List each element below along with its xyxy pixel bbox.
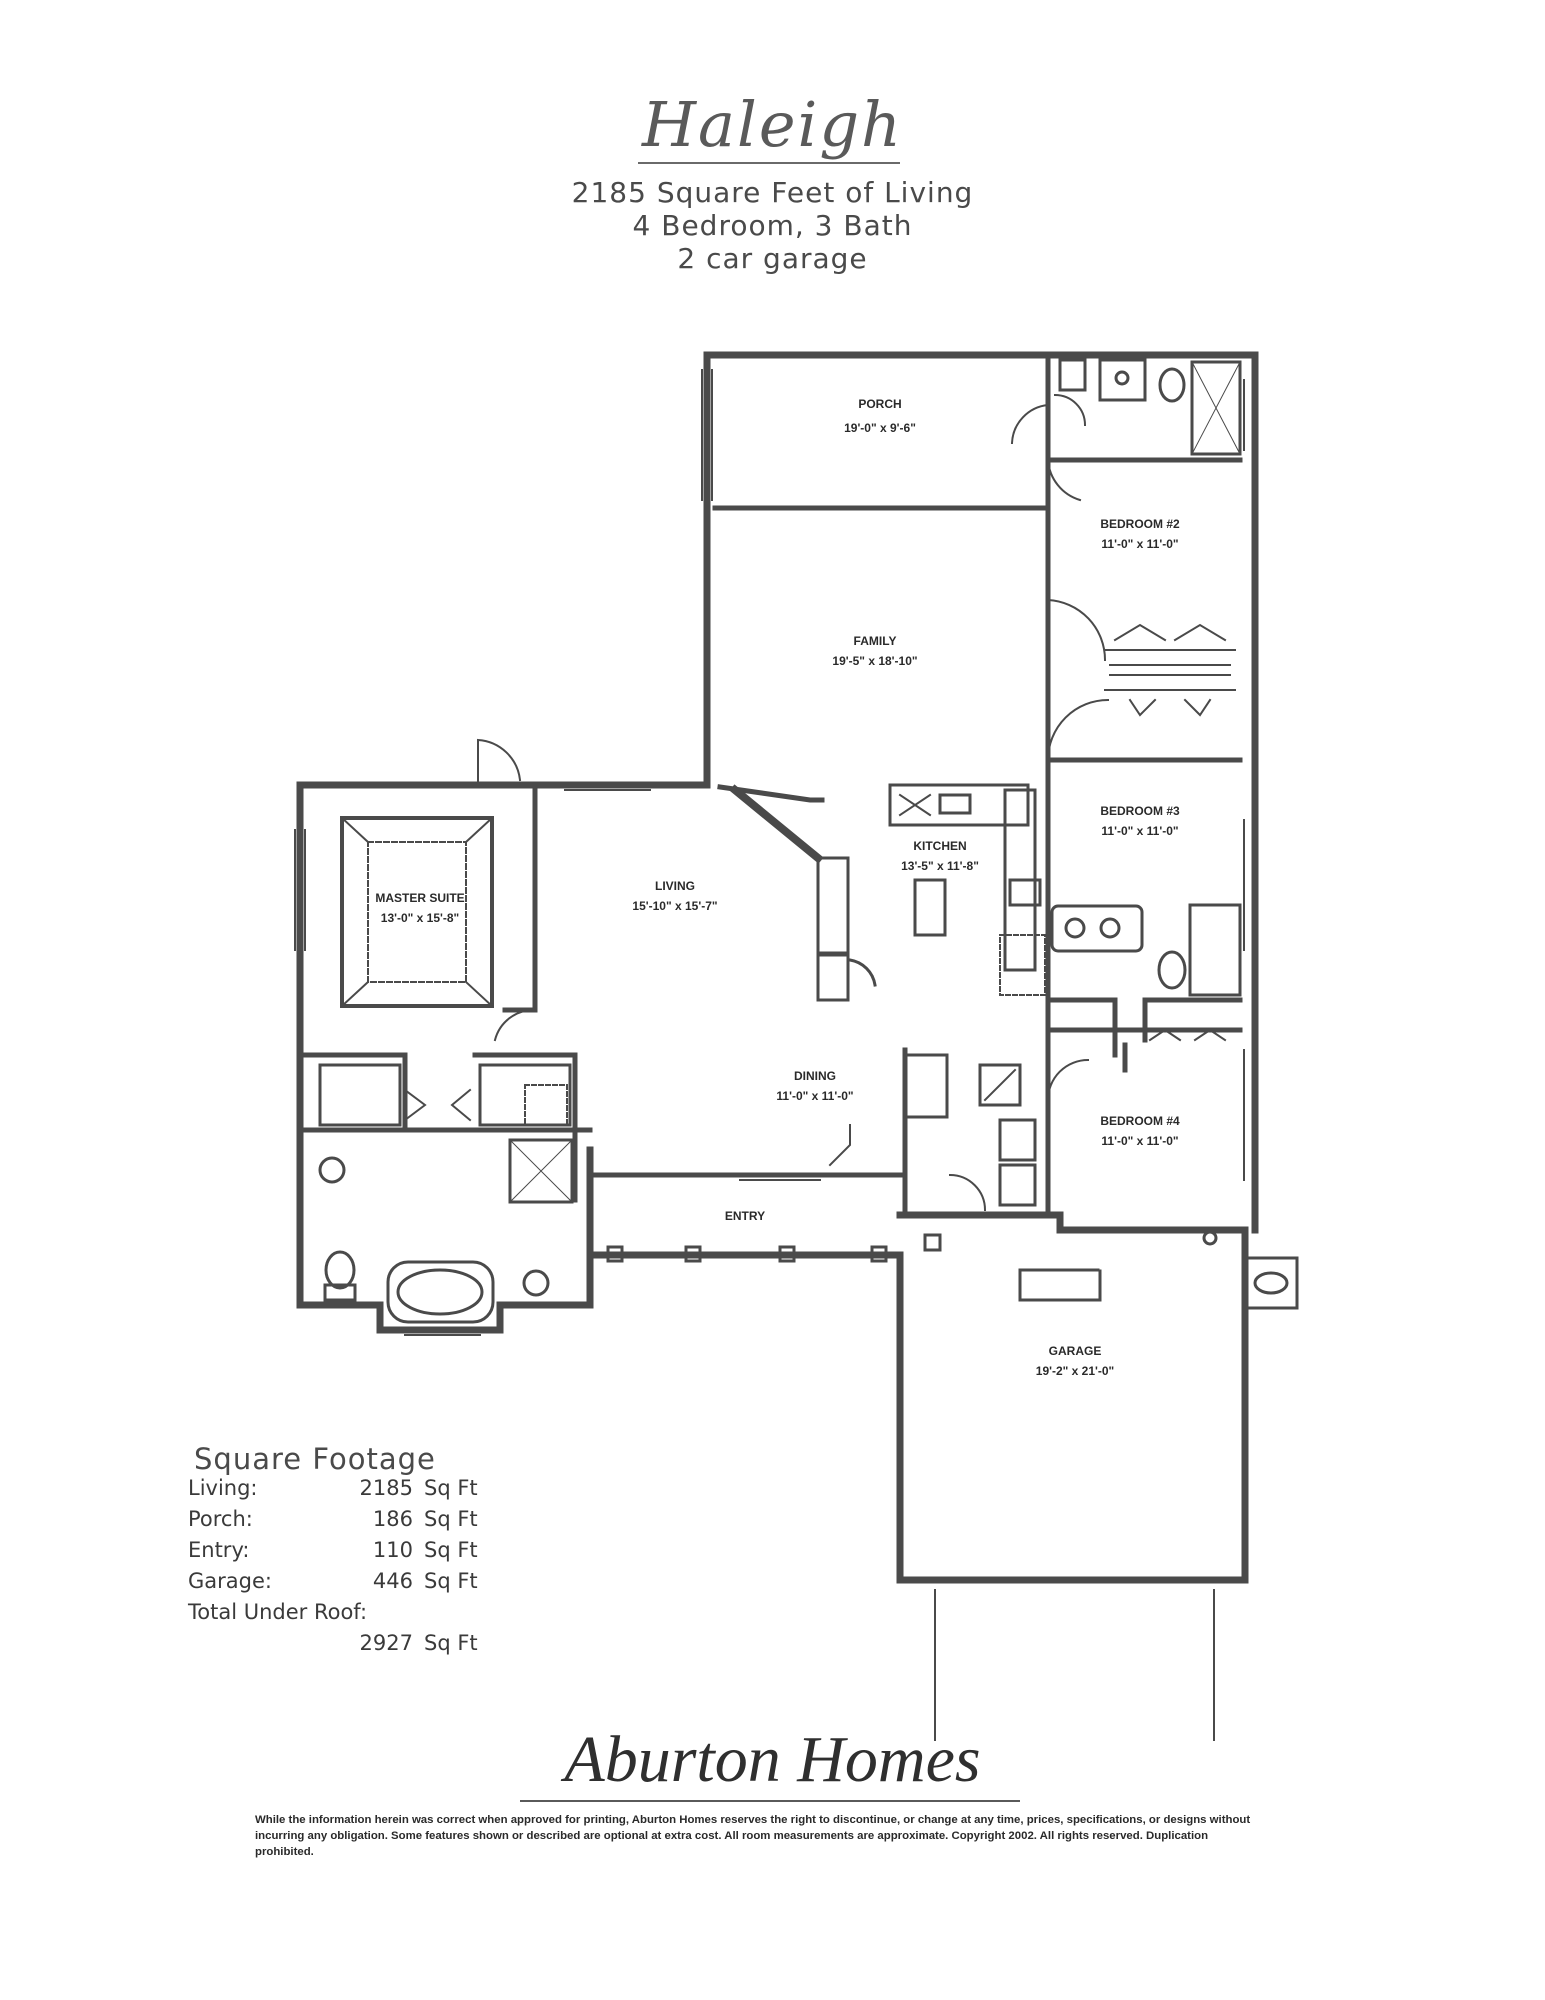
room-dims-bedroom-3: 11'-0" x 11'-0" xyxy=(1101,824,1178,838)
room-name-master-suite: MASTER SUITE xyxy=(375,891,464,905)
room-name-bedroom-4: BEDROOM #4 xyxy=(1100,1114,1180,1128)
sqft-unit: Sq Ft xyxy=(424,1507,478,1531)
living-area-line: 2185 Square Feet of Living xyxy=(571,176,974,209)
sqft-row-total-label: Total Under Roof: xyxy=(188,1600,488,1631)
entry-columns xyxy=(606,1245,888,1263)
room-name-garage: GARAGE xyxy=(1049,1344,1102,1358)
room-name-porch: PORCH xyxy=(858,397,901,411)
room-dims-family: 19'-5" x 18'-10" xyxy=(832,654,917,668)
plan-title: Haleigh xyxy=(641,88,903,161)
room-name-bedroom-3: BEDROOM #3 xyxy=(1100,804,1180,818)
sqft-label: Garage: xyxy=(188,1569,272,1593)
sqft-row-porch: Porch: 186 Sq Ft xyxy=(188,1507,488,1538)
bed-bath-line: 4 Bedroom, 3 Bath xyxy=(632,209,913,242)
room-name-living: LIVING xyxy=(655,879,695,893)
kitchen-fixtures xyxy=(816,783,1046,1002)
sqft-value: 446 xyxy=(372,1569,413,1593)
dining-fixtures xyxy=(903,1053,1037,1207)
sqft-value: 186 xyxy=(372,1507,413,1531)
room-name-entry: ENTRY xyxy=(725,1209,765,1223)
room-name-dining: DINING xyxy=(794,1069,836,1083)
room-dims-living: 15'-10" x 15'-7" xyxy=(632,899,717,913)
sqft-total-value: 2927 xyxy=(359,1631,413,1655)
bath-fixtures xyxy=(318,358,1242,1324)
square-footage-title: Square Footage xyxy=(194,1442,436,1476)
master-tray-ceiling xyxy=(340,816,494,1008)
disclaimer-text: While the information herein was correct… xyxy=(255,1814,1251,1858)
sqft-row-total: 2927 Sq Ft xyxy=(188,1631,488,1662)
sqft-label: Porch: xyxy=(188,1507,253,1531)
room-labels: PORCH 19'-0" x 9'-6" FAMILY 19'-5" x 18'… xyxy=(375,397,1180,1378)
brand-underline xyxy=(520,1800,1020,1802)
door-swings xyxy=(477,393,1110,1212)
sqft-row-entry: Entry: 110 Sq Ft xyxy=(188,1538,488,1569)
room-dims-master-suite: 13'-0" x 15'-8" xyxy=(381,911,459,925)
sqft-unit: Sq Ft xyxy=(424,1538,478,1562)
room-name-kitchen: KITCHEN xyxy=(913,839,966,853)
sqft-value: 110 xyxy=(372,1538,413,1562)
room-name-bedroom-2: BEDROOM #2 xyxy=(1100,517,1180,531)
windows xyxy=(294,354,1245,1741)
interior-walls xyxy=(302,352,1243,1218)
room-dims-porch: 19'-0" x 9'-6" xyxy=(844,421,916,435)
square-footage-table: Square Footage Living: 2185 Sq Ft Porch:… xyxy=(188,1442,488,1662)
brand-name: Aburton Homes xyxy=(564,1723,981,1796)
room-dims-garage: 19'-2" x 21'-0" xyxy=(1036,1364,1114,1378)
sqft-row-garage: Garage: 446 Sq Ft xyxy=(188,1569,488,1600)
sqft-value: 2185 xyxy=(359,1476,413,1500)
exterior-walls xyxy=(296,351,1259,1584)
title-underline xyxy=(638,162,900,164)
sqft-total-unit: Sq Ft xyxy=(424,1631,478,1655)
room-name-family: FAMILY xyxy=(854,634,897,648)
garage-line: 2 car garage xyxy=(677,242,868,275)
sqft-row-living: Living: 2185 Sq Ft xyxy=(188,1476,488,1507)
room-dims-bedroom-2: 11'-0" x 11'-0" xyxy=(1101,537,1178,551)
sqft-label: Living: xyxy=(188,1476,258,1500)
closets xyxy=(318,623,1236,1127)
sqft-unit: Sq Ft xyxy=(424,1569,478,1593)
garage-fixtures xyxy=(923,1230,1299,1310)
room-dims-dining: 11'-0" x 11'-0" xyxy=(776,1089,853,1103)
sqft-total-label: Total Under Roof: xyxy=(188,1600,368,1624)
sqft-unit: Sq Ft xyxy=(424,1476,478,1500)
room-dims-kitchen: 13'-5" x 11'-8" xyxy=(901,859,979,873)
room-dims-bedroom-4: 11'-0" x 11'-0" xyxy=(1101,1134,1178,1148)
sqft-label: Entry: xyxy=(188,1538,250,1562)
